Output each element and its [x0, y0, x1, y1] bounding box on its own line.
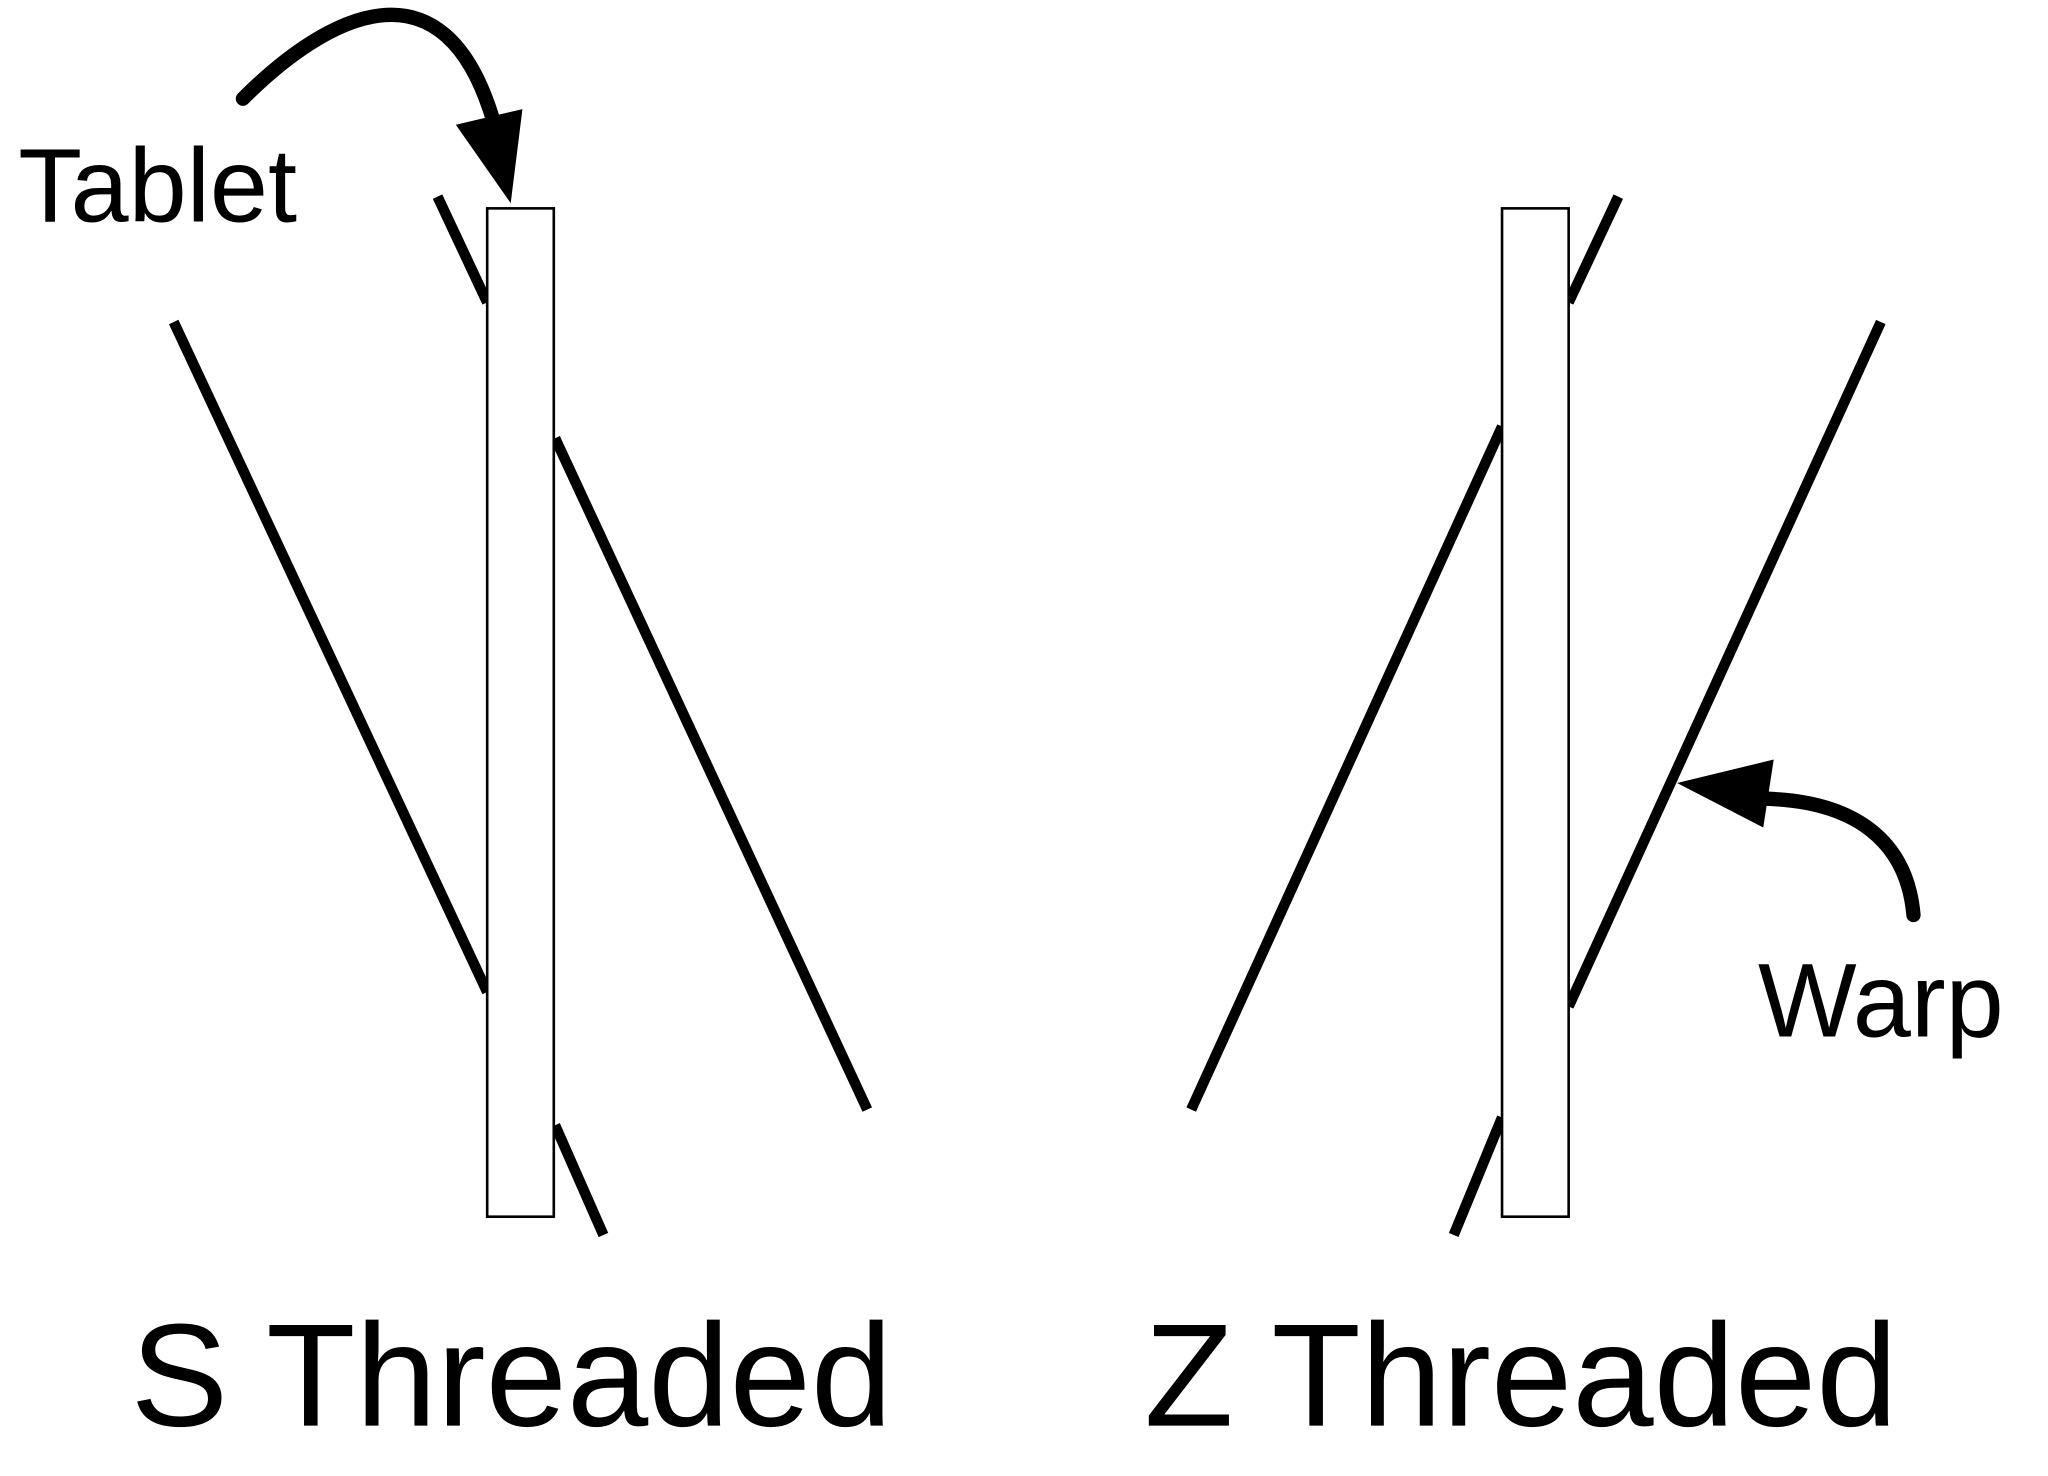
warp-thread-front-mid: [550, 436, 873, 1112]
z-threaded-label: Z Threaded: [1144, 1294, 1897, 1457]
tablet-label: Tablet: [18, 127, 297, 244]
warp-thread-back-left: [168, 319, 492, 995]
warp-thread-front-upper: [1563, 194, 1624, 305]
warp-thread-front-lower: [550, 1123, 609, 1238]
warp-thread-front-mid: [1186, 424, 1507, 1112]
z-threaded-panel: [1186, 194, 1886, 1237]
warp-thread-front-lower: [1448, 1115, 1507, 1237]
warp-label: Warp: [1758, 942, 2004, 1059]
s-tablet: [485, 207, 556, 1218]
warp-arrow-icon: [1677, 759, 1921, 923]
s-threaded-panel: [168, 194, 873, 1238]
warp-thread-back-right: [1563, 319, 1886, 1009]
warp-thread-front-upper: [432, 194, 492, 305]
z-tablet: [1500, 207, 1570, 1218]
s-threaded-label: S Threaded: [131, 1294, 893, 1457]
tablet-arrow-icon: [235, 7, 523, 204]
